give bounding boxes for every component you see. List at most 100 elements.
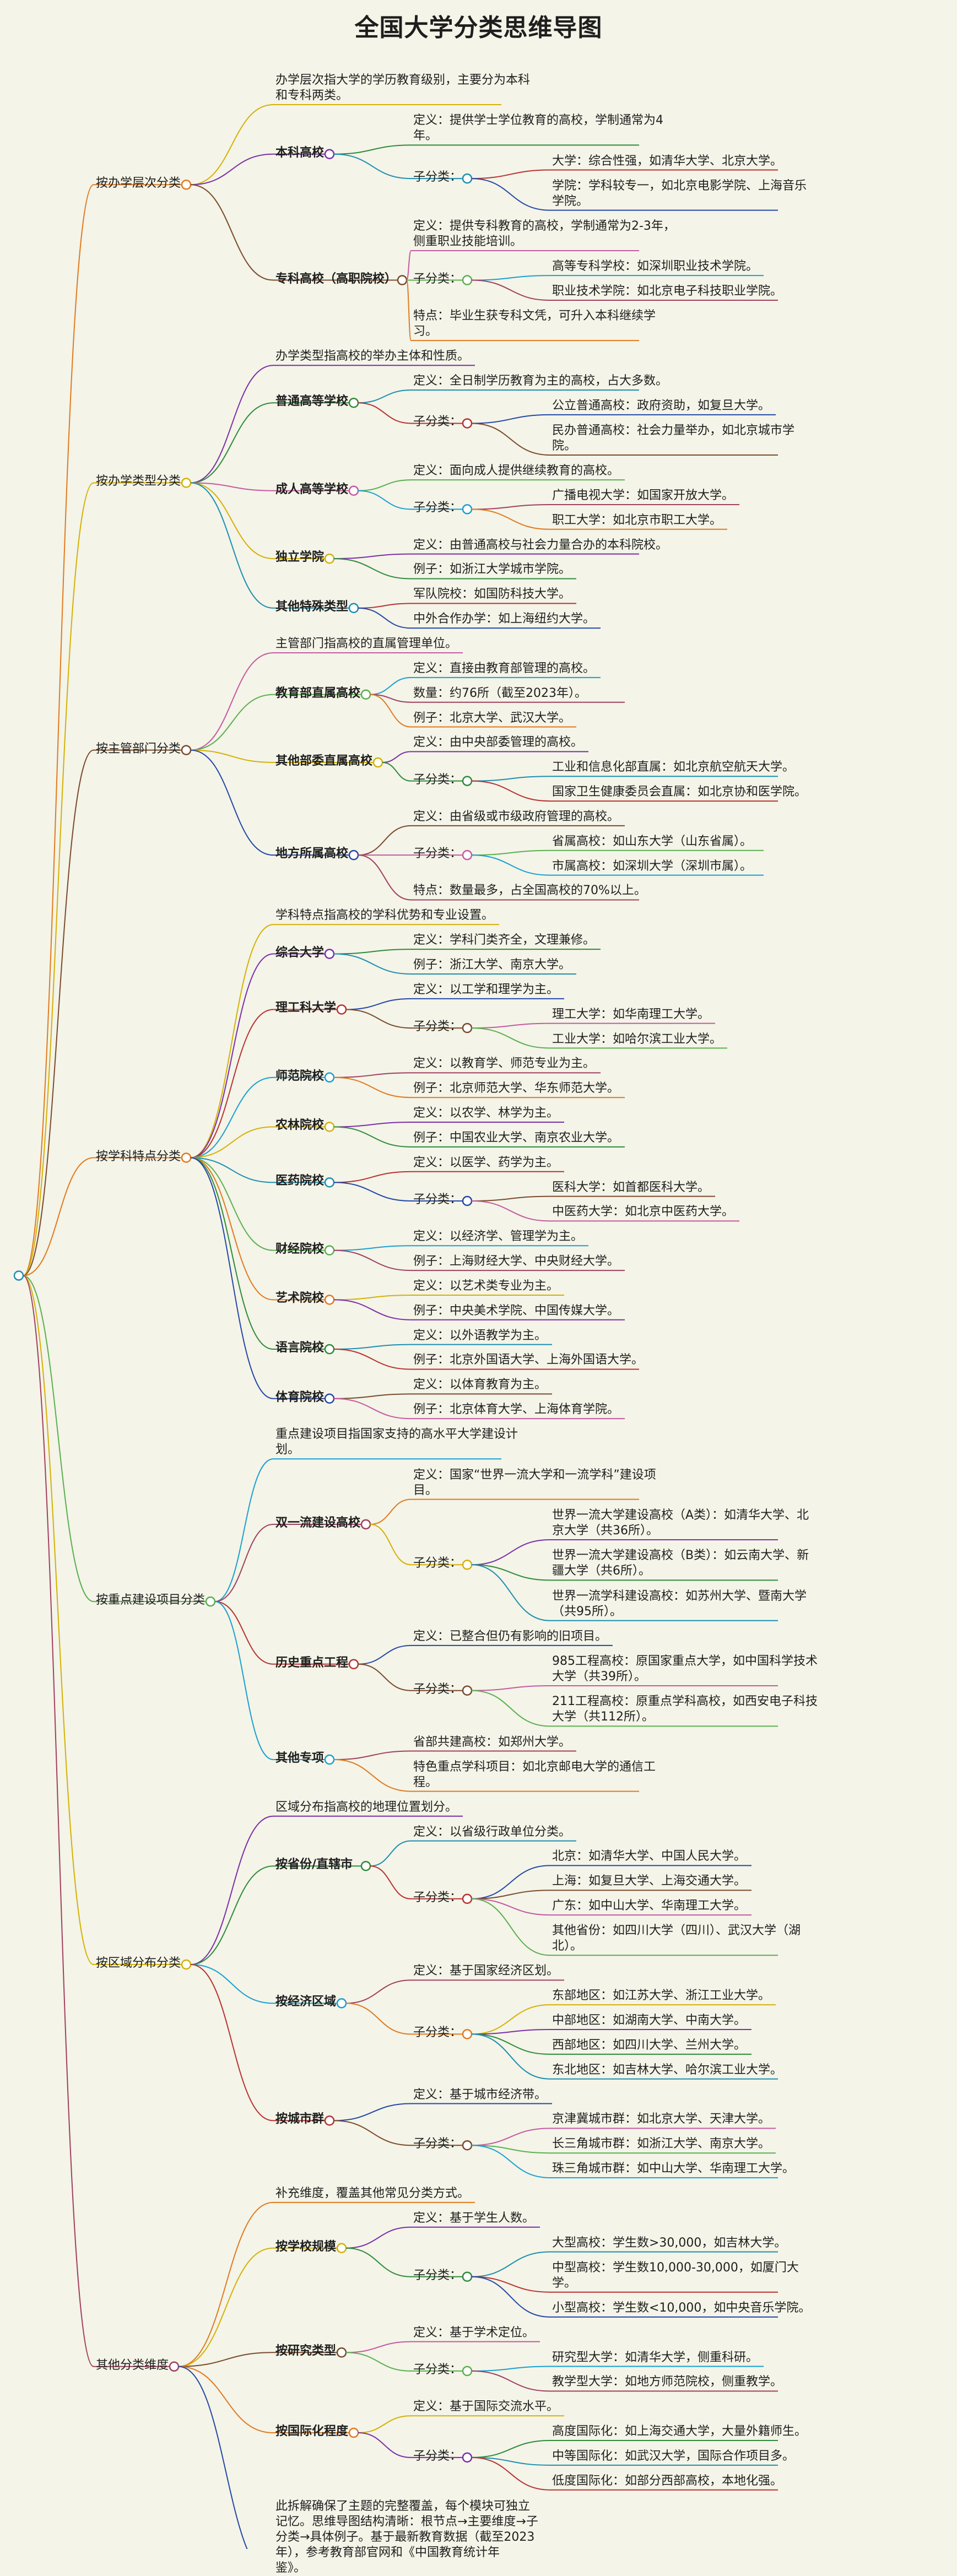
branch-node: 按主管部门分类: [96, 742, 181, 756]
branch-node-circle: [397, 275, 408, 285]
branch-node: 子分类：: [413, 772, 462, 787]
edge-curve: [23, 482, 94, 1276]
branch-node-circle: [348, 485, 359, 496]
edge-curve: [345, 998, 412, 1010]
edge-curve: [471, 2033, 550, 2055]
edge-curve: [471, 178, 550, 211]
edge-curve: [358, 607, 412, 629]
edge-curve: [178, 2247, 274, 2367]
edge-curve: [190, 749, 274, 856]
edge-curve: [345, 2247, 412, 2277]
leaf-node: 理工大学：如华南理工大学。: [552, 1007, 710, 1021]
branch-node-circle: [324, 2115, 335, 2126]
branch-node: 子分类：: [413, 170, 462, 185]
leaf-node: 定义：提供专科教育的高校，学制通常为2-3年， 侧重职业技能培训。: [413, 219, 675, 249]
branch-node-circle: [462, 173, 473, 184]
branch-node-circle: [462, 1893, 473, 1904]
branch-node: 独立学院: [275, 550, 325, 565]
leaf-node: 世界一流大学建设高校（B类）：如云南大学、新 疆大学（共6所）。: [552, 1549, 809, 1578]
edge-curve: [190, 1126, 274, 1159]
edge-curve: [358, 479, 412, 491]
leaf-node: 世界一流学科建设高校：如苏州大学、暨南大学 （共95所）。: [552, 1589, 807, 1619]
edge-curve: [190, 749, 274, 764]
leaf-node: 例子：中国农业大学、南京农业大学。: [413, 1130, 620, 1145]
edge-curve: [370, 1524, 412, 1566]
branch-node-circle: [324, 149, 335, 160]
leaf-node: 公立普通高校：政府资助，如复旦大学。: [552, 398, 771, 413]
edge-curve: [333, 144, 412, 155]
branch-node: 其他部委直属高校: [275, 754, 373, 769]
leaf-node: 广播电视大学：如国家开放大学。: [552, 488, 734, 502]
branch-node-circle: [348, 1659, 359, 1670]
branch-node-circle: [462, 275, 473, 285]
edge-curve: [471, 2251, 550, 2277]
leaf-node: 低度国际化：如部分西部高校，本地化强。: [552, 2474, 783, 2488]
leaf-node: 例子：北京大学、武汉大学。: [413, 711, 571, 725]
leaf-node: 定义：以艺术类专业为主。: [413, 1279, 559, 1293]
leaf-node: 教学型大学：如地方师范院校，侧重教学。: [552, 2375, 783, 2389]
edge-curve: [190, 924, 274, 1159]
leaf-node: 军队院校：如国防科技大学。: [413, 587, 571, 602]
edge-curve: [333, 1344, 412, 1350]
leaf-node: 定义：基于学术定位。: [413, 2325, 535, 2340]
edge-curve: [333, 2103, 412, 2122]
leaf-node: 中等国际化：如武汉大学，国际合作项目多。: [552, 2449, 795, 2463]
leaf-node: 985工程高校：原国家重点大学，如中国科学技术 大学（共39所）。: [552, 1654, 818, 1684]
branch-node-circle: [324, 949, 335, 959]
leaf-node: 定义：以经济学、管理学为主。: [413, 1230, 583, 1244]
edge-curve: [333, 1349, 412, 1370]
edge-curve: [471, 275, 550, 281]
edge-curve: [333, 153, 412, 180]
edge-curve: [23, 1275, 94, 1603]
edge-curve: [358, 825, 412, 856]
leaf-node: 省属高校：如山东大学（山东省属）。: [552, 834, 753, 848]
branch-node-circle: [360, 1860, 371, 1871]
leaf-node: 定义：以工学和理学为主。: [413, 982, 559, 997]
edge-curve: [471, 414, 550, 424]
edge-curve: [333, 1126, 412, 1148]
branch-node-circle: [462, 849, 473, 861]
branch-node: 子分类：: [413, 1890, 462, 1904]
edge-curve: [471, 169, 550, 180]
edge-curve: [333, 1393, 412, 1399]
branch-node-circle: [324, 1754, 335, 1765]
branch-node: 专科高校（高职院校）: [275, 272, 397, 286]
branch-node: 按办学类型分类: [96, 474, 181, 489]
leaf-node: 补充维度，覆盖其他常见分类方式。: [275, 2186, 470, 2200]
leaf-node: 省部共建高校：如郑州大学。: [413, 1735, 571, 1749]
leaf-node: 大型高校：学生数>30,000，如吉林大学。: [552, 2236, 787, 2250]
leaf-node: 重点建设项目指国家支持的高水平大学建设计 划。: [275, 1427, 518, 1457]
edge-curve: [471, 508, 550, 530]
edge-curve: [333, 1750, 412, 1761]
branch-node: 子分类：: [413, 501, 462, 515]
edge-curve: [358, 389, 412, 404]
leaf-node: 民办普通高校：社会力量举办，如北京城市学 院。: [552, 424, 795, 453]
edge-curve: [358, 1644, 412, 1665]
edge-curve: [190, 1009, 274, 1159]
branch-node-circle: [462, 2029, 473, 2039]
edge-curve: [190, 104, 274, 186]
branch-node: 按学校规模: [275, 2239, 337, 2254]
branch-node-circle: [169, 2361, 180, 2372]
edge-curve: [190, 1157, 274, 1399]
leaf-node: 定义：以省级行政单位分类。: [413, 1825, 571, 1839]
edge-curve: [370, 694, 412, 703]
branch-node: 子分类：: [413, 1682, 462, 1696]
edge-curve: [471, 2456, 550, 2466]
leaf-node: 上海：如复旦大学、上海交通大学。: [552, 1874, 747, 1888]
edge-curve: [333, 553, 412, 560]
edge-curve: [345, 2341, 412, 2353]
edge-curve: [370, 677, 412, 695]
root-node-circle: [13, 1270, 24, 1281]
leaf-node: 高度国际化：如上海交通大学，大量外籍师生。: [552, 2425, 807, 2439]
edge-curve: [190, 1815, 274, 1966]
leaf-node: 东北地区：如吉林大学、哈尔滨工业大学。: [552, 2063, 783, 2077]
branch-node: 子分类：: [413, 1192, 462, 1206]
leaf-node: 定义：面向成人提供继续教育的高校。: [413, 464, 620, 478]
leaf-node: 例子：浙江大学、南京大学。: [413, 957, 571, 972]
branch-node: 按省份/直辖市: [275, 1858, 353, 1872]
edge-curve: [190, 1157, 274, 1301]
edge-curve: [333, 2120, 412, 2146]
edge-curve: [345, 2226, 412, 2249]
branch-node: 按办学层次分类: [96, 176, 181, 191]
